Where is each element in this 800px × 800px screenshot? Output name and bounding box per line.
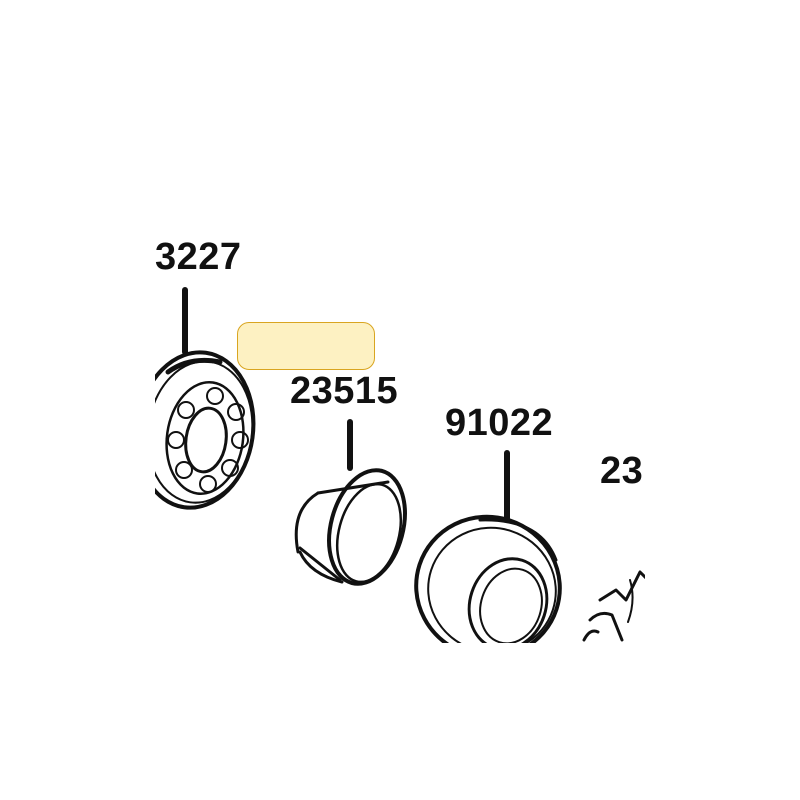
highlight-box — [237, 322, 375, 370]
part-number-bearing: 3227 — [155, 236, 242, 278]
ball-bearing — [155, 350, 256, 510]
part-number-gear: 23 — [600, 450, 644, 492]
oil-seal — [414, 514, 562, 643]
part-number-oil-seal: 91022 — [445, 402, 554, 444]
part-number-collar: 23515 — [290, 370, 398, 412]
gear-fragment — [582, 570, 645, 642]
collar-sleeve — [294, 468, 407, 586]
